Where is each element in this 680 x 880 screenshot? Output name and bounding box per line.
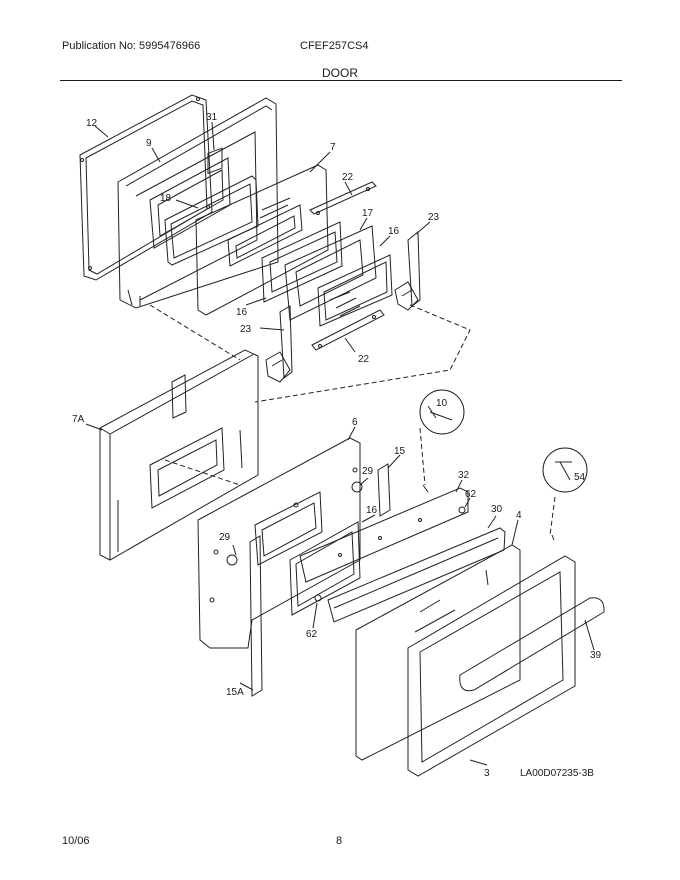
leader-lines [85,121,595,766]
callout-23-right: 23 [428,212,440,223]
window-seal [164,175,259,266]
glass-retainer-channels [309,181,385,351]
callout-16-lower: 16 [366,505,378,516]
header-rule [60,80,622,81]
publication-number: Publication No: 5995476966 [62,40,201,52]
callout-15: 15 [394,446,406,457]
callout-4: 4 [516,510,522,521]
screw-callouts [419,389,588,586]
door-liner-panel [195,164,329,316]
door-frame [407,555,576,777]
callout-3: 3 [484,768,490,779]
section-title: DOOR [322,66,358,80]
callout-62-upper: 62 [465,489,477,500]
footer-page-number: 8 [336,835,343,847]
callout-62-lower: 62 [306,629,318,640]
callout-9: 9 [146,138,152,149]
door-hinges [265,230,421,383]
callout-7: 7 [330,142,336,153]
outer-door-panel [99,349,259,561]
callout-29-lower: 29 [219,532,231,543]
inner-door [197,437,361,649]
vent-trim [299,487,469,583]
inner-glass [289,521,361,616]
outer-glass [355,544,521,761]
callout-32: 32 [458,470,470,481]
callout-18: 18 [160,193,172,204]
callout-22-upper: 22 [342,172,354,183]
bumpers [226,481,466,602]
callout-29-upper: 29 [362,466,374,477]
callout-15A: 15A [226,687,244,698]
callout-6: 6 [352,417,358,428]
callout-23-left: 23 [240,324,252,335]
callout-12: 12 [86,118,98,129]
door-gasket [79,94,213,281]
callout-30: 30 [491,504,503,515]
callout-31: 31 [206,112,218,123]
vent-channel [327,527,506,623]
callout-17: 17 [362,208,374,219]
callout-16-right: 16 [388,226,400,237]
hinge-channels [249,463,391,697]
callout-10: 10 [436,398,448,409]
model-number: CFEF257CS4 [300,40,369,52]
callout-7A: 7A [72,414,85,425]
footer-date: 10/06 [62,835,90,847]
callout-39: 39 [590,650,602,661]
callout-22-lower: 22 [358,354,370,365]
diagram-code: LA00D07235-3B [520,768,594,779]
callout-54: 54 [574,472,586,483]
glass-pack [261,221,393,327]
door-handle [459,597,605,692]
callout-16-left: 16 [236,307,248,318]
alignment-lines [149,304,556,536]
